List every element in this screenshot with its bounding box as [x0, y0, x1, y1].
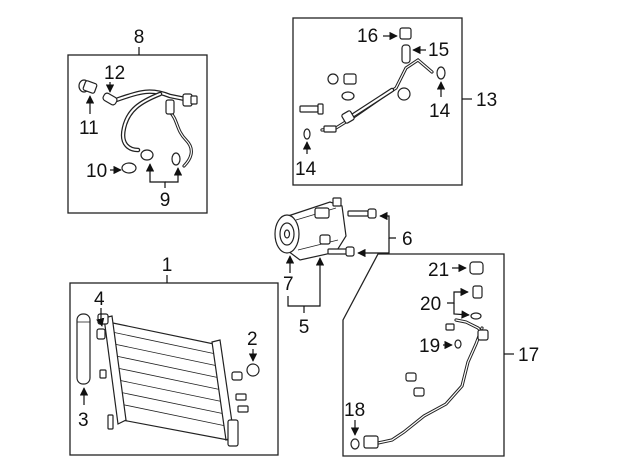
callout-7: 7 — [283, 274, 294, 295]
callout-8: 8 — [134, 27, 145, 48]
callout-21: 21 — [428, 260, 449, 281]
callout-20: 20 — [420, 294, 441, 315]
bracket-4 — [96, 328, 106, 340]
condenser-group: 1 4 2 3 — [69, 255, 279, 456]
o-ring-14-left — [303, 128, 311, 140]
callout-10: 10 — [86, 161, 107, 182]
o-ring-10 — [121, 162, 137, 174]
valve-20 — [472, 285, 483, 299]
group-box-8 — [67, 54, 208, 214]
callout-2: 2 — [247, 329, 258, 350]
suction-hose-group: 8 12 11 10 9 — [67, 27, 208, 214]
suction-hose — [113, 89, 198, 168]
callout-13: 13 — [476, 90, 497, 111]
compressor-bolts-6 — [327, 208, 377, 257]
callout-5: 5 — [299, 317, 310, 338]
callout-15: 15 — [428, 40, 449, 61]
bolts-17 — [405, 323, 455, 397]
callout-19: 19 — [419, 336, 440, 357]
o-ring-18 — [350, 438, 360, 450]
callout-16: 16 — [357, 26, 378, 47]
callout-6: 6 — [402, 229, 413, 250]
callout-17: 17 — [518, 345, 539, 366]
compressor — [274, 197, 347, 261]
o-ring-9a — [140, 149, 154, 161]
compressor-group: 6 7 5 — [274, 197, 413, 338]
callout-14-left: 14 — [295, 159, 317, 180]
liquid-line — [320, 57, 434, 132]
group-box-17 — [342, 253, 505, 457]
sensor-part-11 — [78, 79, 98, 94]
cap-21 — [469, 261, 484, 275]
o-ring-19 — [454, 339, 462, 349]
o-ring-20 — [470, 312, 482, 320]
o-ring-14-right — [436, 66, 446, 80]
callout-18: 18 — [344, 400, 365, 421]
discharge-hose — [363, 318, 489, 449]
bolts-13 — [299, 73, 411, 133]
callout-9: 9 — [160, 190, 171, 211]
condenser — [97, 313, 249, 447]
plug-2 — [246, 363, 260, 377]
receiver-dryer — [76, 313, 91, 385]
callout-14-right: 14 — [429, 101, 451, 122]
valve-part-12 — [102, 92, 118, 106]
liquid-line-group: 13 16 15 14 14 — [292, 17, 497, 186]
o-ring-9b — [171, 152, 181, 166]
cap-16 — [399, 27, 412, 40]
valve-core-15 — [401, 44, 411, 64]
callout-4: 4 — [94, 289, 105, 310]
callout-12: 12 — [104, 63, 125, 84]
callout-11: 11 — [79, 118, 99, 139]
callout-3: 3 — [78, 410, 89, 431]
discharge-hose-group: 17 21 20 19 18 — [342, 253, 539, 457]
callout-1: 1 — [162, 255, 173, 276]
